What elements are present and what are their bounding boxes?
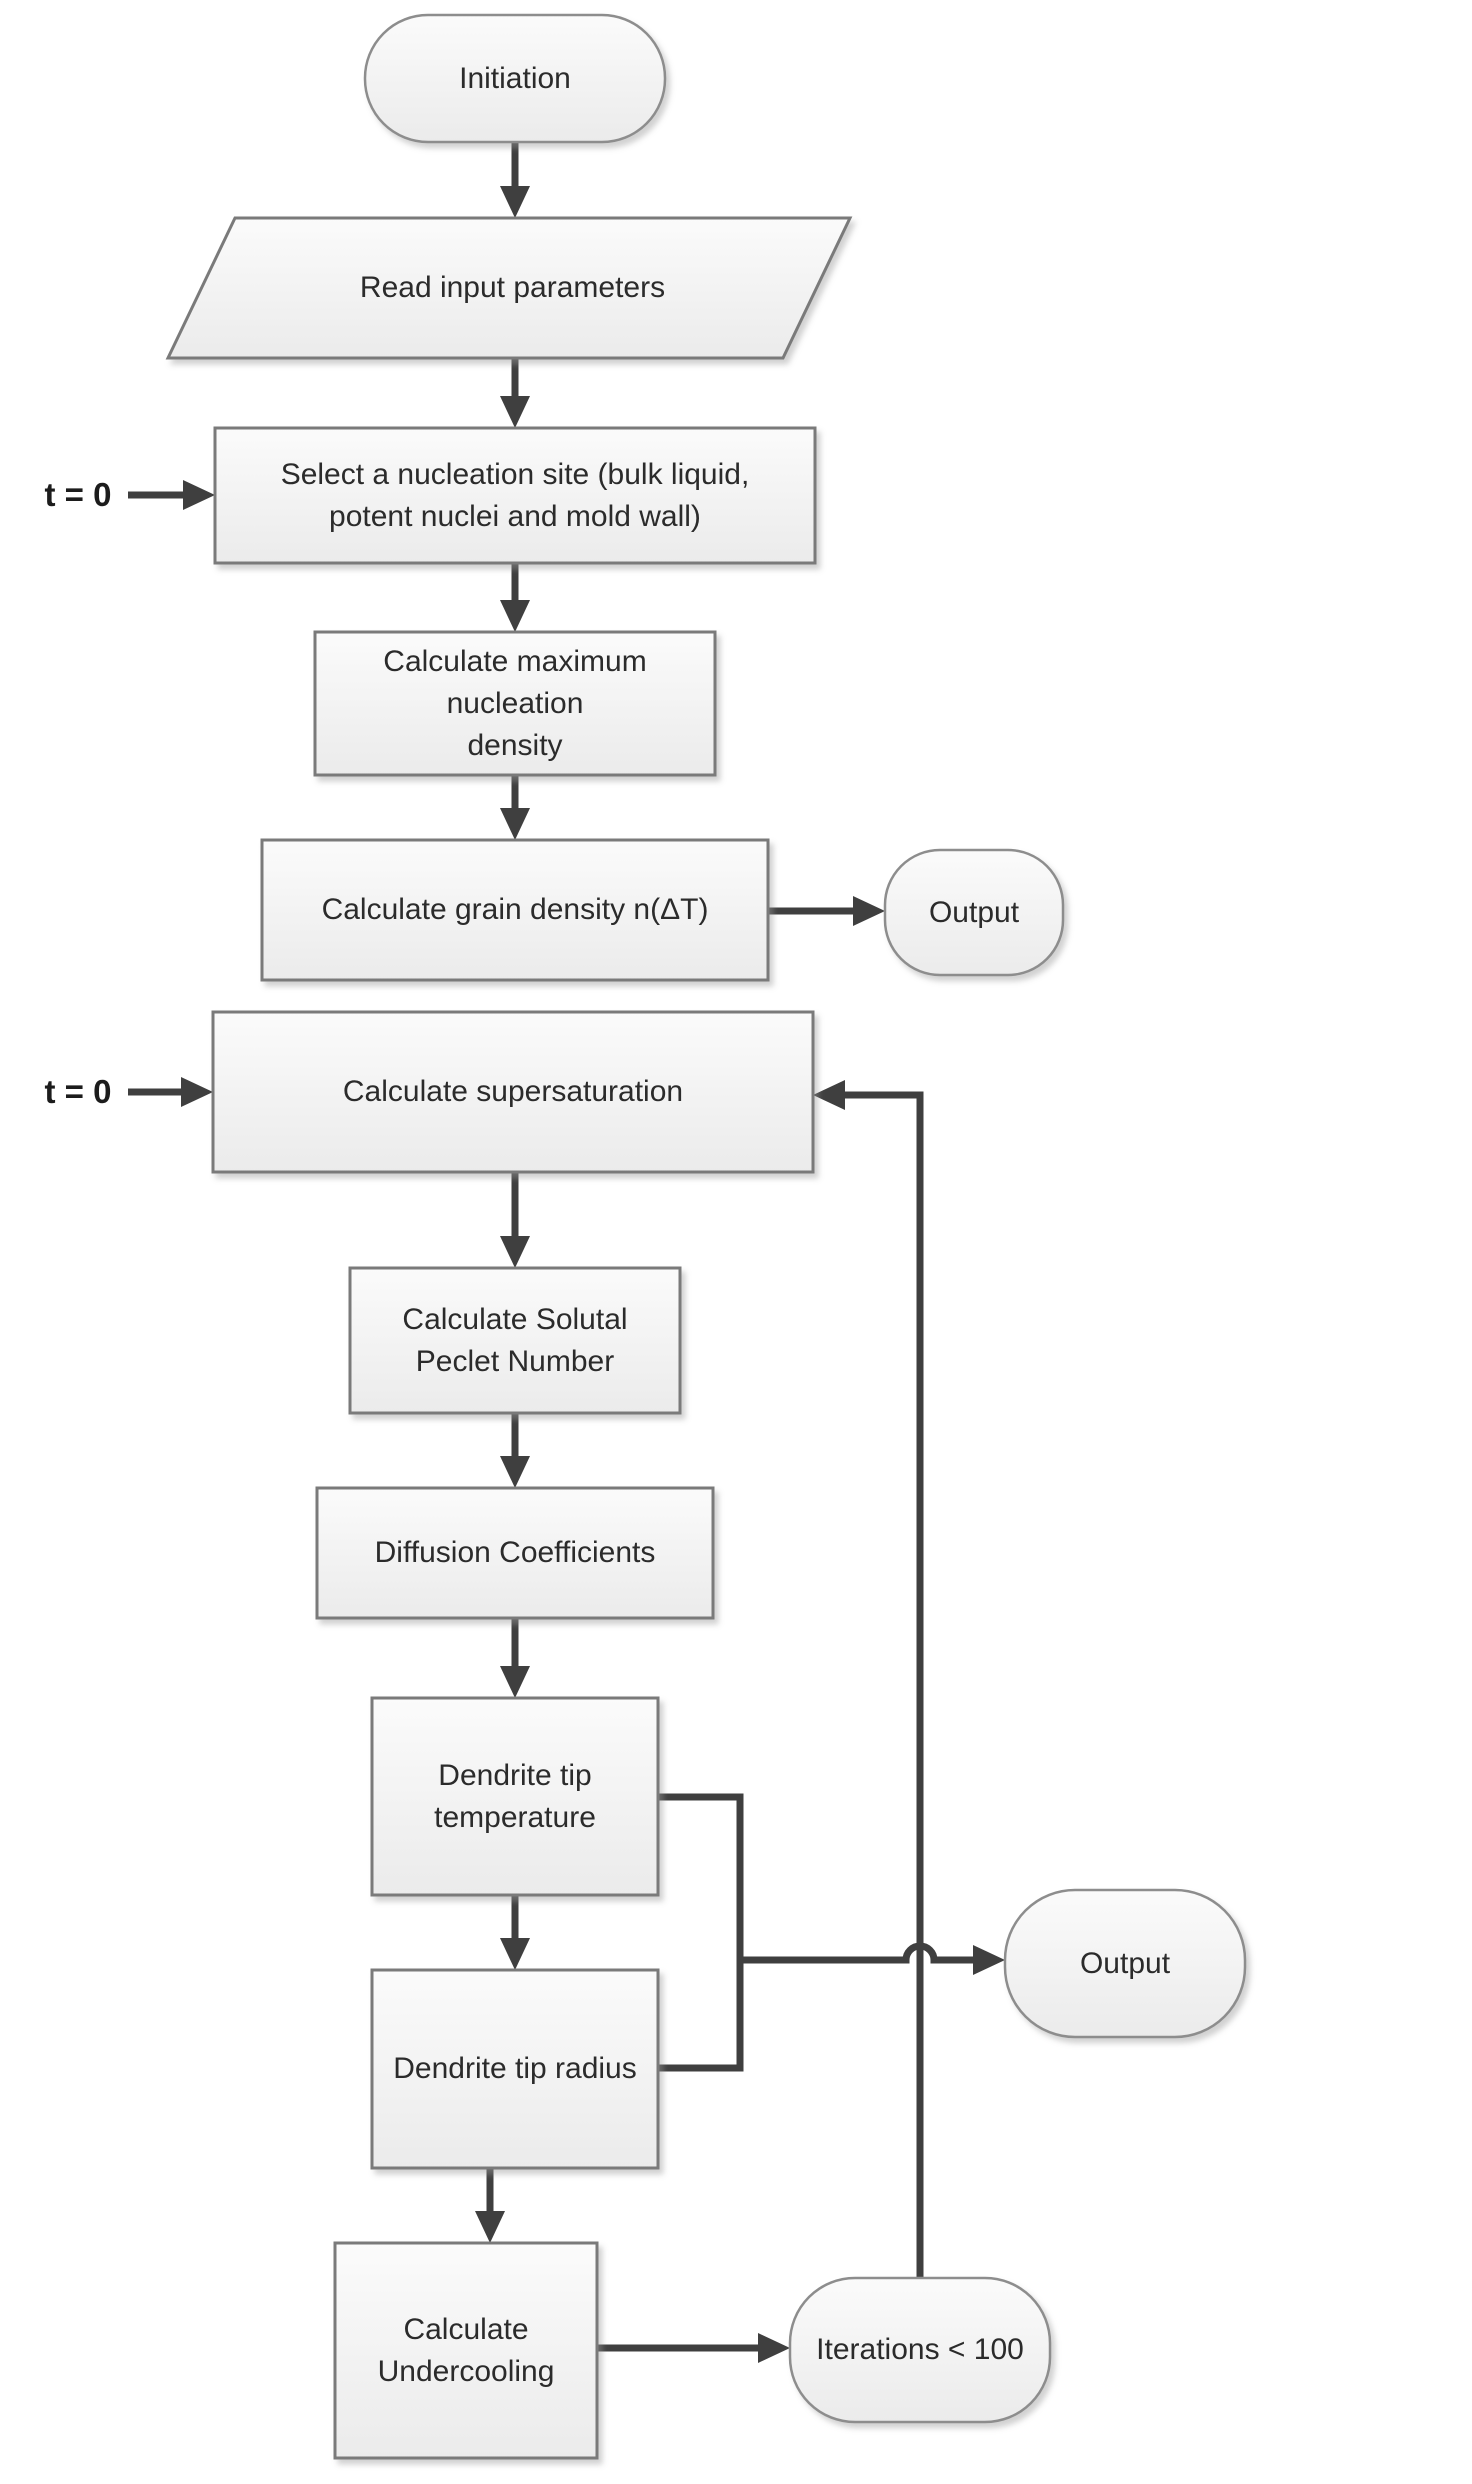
connector-initiation-to-read-input — [500, 142, 530, 218]
connector-select-site-to-max-nucleation — [500, 563, 530, 632]
node-supersaturation-shape — [211, 1010, 815, 1174]
connector-bracket-to-output-2 — [740, 1942, 1005, 1975]
node-initiation-shape — [363, 13, 667, 144]
connector-tip-temperature-to-tip-radius — [500, 1895, 530, 1970]
node-max-nucleation-shape — [313, 630, 717, 777]
t-zero-annotation-2: t = 0 — [44, 1073, 112, 1110]
node-read-input-shape — [165, 216, 853, 360]
node-tip-radius-shape — [370, 1968, 660, 2170]
connector-grain-density-to-output-1 — [768, 896, 885, 926]
node-peclet-shape — [348, 1266, 682, 1415]
connector-t-zero-1-to-select-site — [128, 480, 215, 510]
connector-tip-radius-to-undercooling — [475, 2168, 505, 2243]
connector-dendrite-bracket — [658, 1793, 744, 2072]
connector-max-nucleation-to-grain-density — [500, 775, 530, 840]
connector-diffusion-to-tip-temperature — [500, 1618, 530, 1698]
connector-read-input-to-select-site — [500, 358, 530, 428]
node-undercooling-shape — [333, 2241, 599, 2460]
node-iterations-shape — [788, 2276, 1052, 2424]
node-grain-density-shape — [260, 838, 770, 982]
node-select-site-shape — [213, 426, 817, 565]
node-output-2-shape — [1003, 1888, 1247, 2039]
connector-undercooling-to-iterations — [597, 2333, 790, 2363]
connector-supersaturation-to-peclet — [500, 1172, 530, 1268]
connector-peclet-to-diffusion — [500, 1413, 530, 1488]
node-diffusion-shape — [315, 1486, 715, 1620]
node-tip-temperature-shape — [370, 1696, 660, 1897]
node-output-1-shape — [883, 848, 1065, 977]
t-zero-annotation-1: t = 0 — [44, 476, 112, 513]
connector-iterations-feedback-to-supersaturation — [813, 1080, 924, 2278]
connector-t-zero-2-to-supersaturation — [128, 1077, 213, 1107]
